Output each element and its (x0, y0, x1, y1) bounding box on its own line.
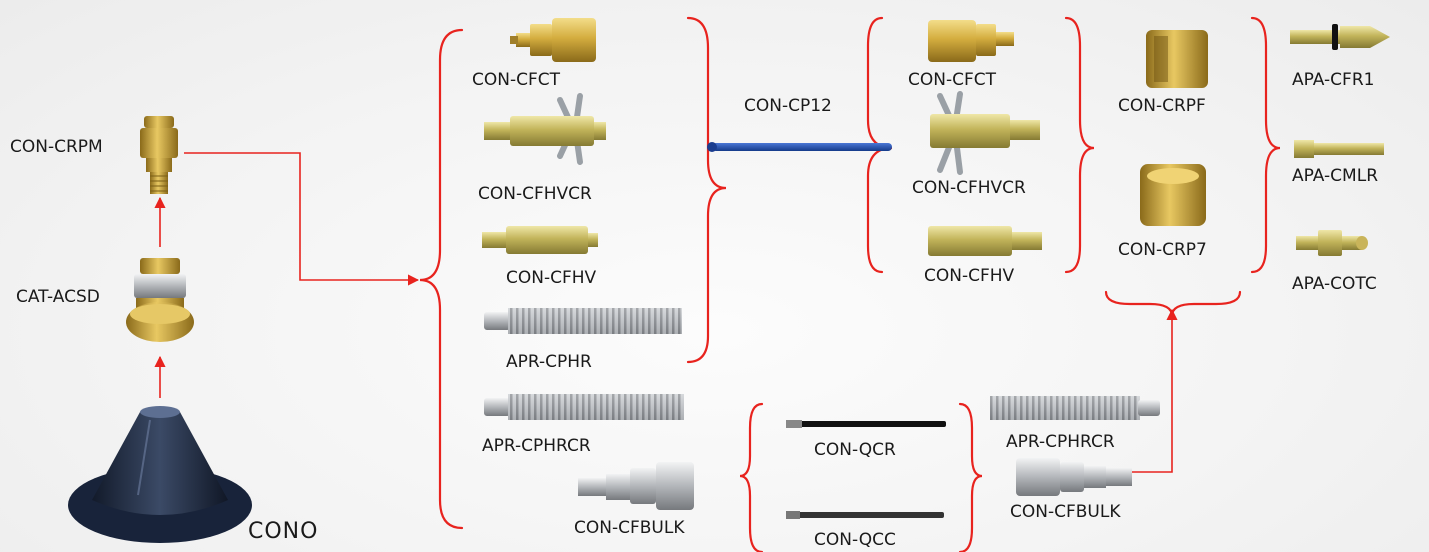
part-con-cfhv-1 (482, 226, 598, 254)
part-con-qcr (786, 420, 946, 428)
label-con-cfhvcr-2: CON-CFHVCR (912, 178, 1026, 198)
part-con-cfhvcr-1 (484, 93, 606, 165)
line-crpm-to-left-brace (184, 152, 420, 286)
label-con-crpm: CON-CRPM (10, 137, 103, 157)
part-apa-cotc (1296, 230, 1368, 256)
line-cfbulk-to-crp-brace (1128, 308, 1178, 473)
label-con-crp7: CON-CRP7 (1118, 240, 1207, 260)
brace-group2-right (1064, 16, 1095, 274)
part-con-crpf (1146, 30, 1208, 88)
part-con-cfbulk-1 (578, 462, 694, 510)
braces (419, 16, 1281, 552)
label-con-qcr: CON-QCR (814, 440, 896, 460)
brace-group1-right (686, 16, 727, 364)
part-apr-cphrcr-2 (990, 396, 1160, 420)
label-apa-cotc: APA-COTC (1292, 274, 1377, 294)
brace-main-left (419, 28, 464, 530)
part-apr-cphr (484, 308, 682, 334)
part-con-cfbulk-2 (1016, 458, 1132, 496)
label-con-cfhv-1: CON-CFHV (506, 268, 597, 288)
part-cat-acsd (126, 258, 194, 342)
part-apa-cfr1 (1290, 24, 1390, 50)
label-apa-cfr1: APA-CFR1 (1292, 70, 1375, 90)
brace-group2-left (866, 16, 893, 274)
label-apr-cphrcr-2: APR-CPHRCR (1006, 432, 1115, 452)
label-apr-cphrcr-1: APR-CPHRCR (482, 436, 591, 456)
label-con-cfhvcr-1: CON-CFHVCR (478, 184, 592, 204)
label-cono: CONO (248, 519, 319, 544)
label-con-cfhv-2: CON-CFHV (924, 266, 1015, 286)
connector-lines (154, 152, 1178, 473)
brace-crp-bottom (1104, 290, 1242, 317)
label-con-cfbulk-2: CON-CFBULK (1010, 502, 1121, 522)
label-con-cfct-2: CON-CFCT (908, 70, 997, 90)
label-cat-acsd: CAT-ACSD (16, 287, 100, 307)
part-con-qcc (786, 511, 944, 519)
label-con-qcc: CON-QCC (814, 530, 896, 550)
part-con-crp7 (1140, 164, 1206, 226)
brace-qc-left (739, 402, 764, 552)
label-apr-cphr: APR-CPHR (506, 352, 592, 372)
part-apr-cphrcr-1 (484, 394, 684, 420)
brace-crp-right (1250, 16, 1281, 274)
label-con-cp12: CON-CP12 (744, 96, 832, 116)
part-con-crpm (140, 116, 178, 194)
label-con-cfct-1: CON-CFCT (472, 70, 561, 90)
brace-qc-right (958, 402, 983, 552)
part-con-cfct-2 (928, 20, 1014, 62)
part-con-cfct-1 (510, 18, 596, 62)
part-apa-cmlr (1294, 140, 1384, 158)
label-con-cfbulk-1: CON-CFBULK (574, 518, 685, 538)
part-con-cfhv-2 (928, 226, 1042, 256)
part-cono (68, 406, 252, 543)
part-con-cfhvcr-2 (930, 91, 1040, 175)
label-apa-cmlr: APA-CMLR (1292, 166, 1379, 186)
hose-con-cp12 (707, 142, 892, 152)
label-con-crpf: CON-CRPF (1118, 96, 1206, 116)
